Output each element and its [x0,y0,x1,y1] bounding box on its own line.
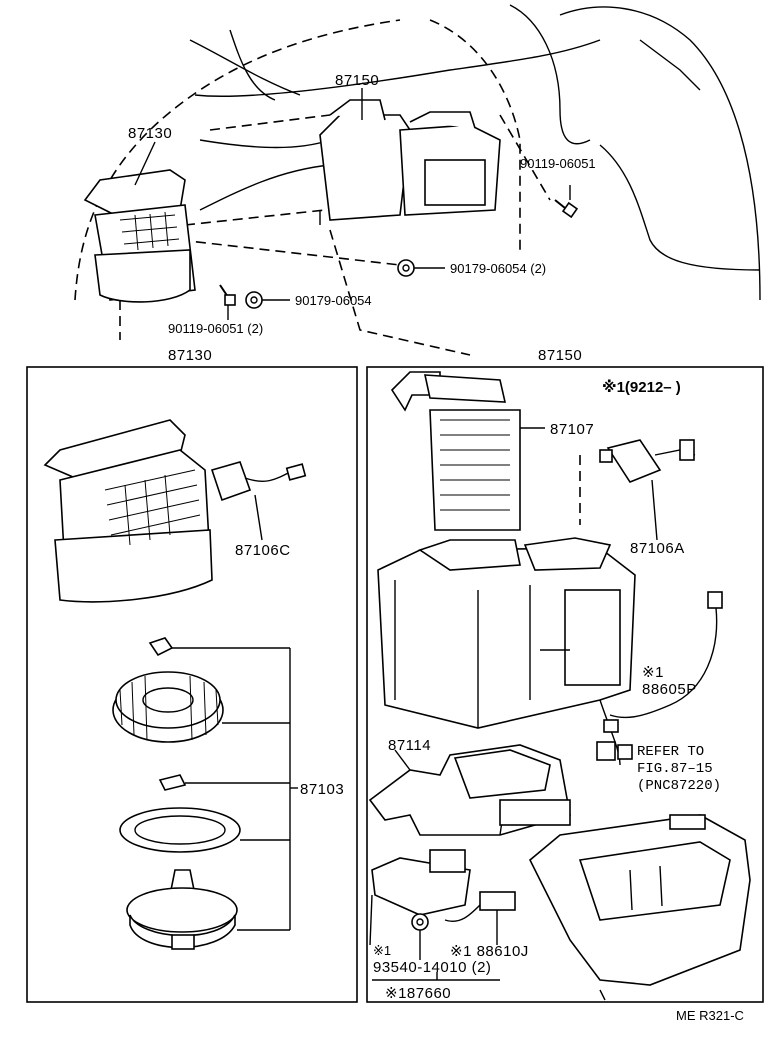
label-box-right-title: 87150 [538,347,582,364]
duct-87114-part [368,744,571,836]
box-87150 [366,366,764,1003]
label-footer-code: ME R321-C [676,1008,744,1023]
label-refer-line3: (PNC87220) [637,778,721,794]
label-87106A: 87106A [630,540,685,557]
label-bolt-left: 90119-06051 (2) [168,321,263,336]
bracket-87103 [172,647,298,931]
label-note-serial: ※1(9212– ) [602,378,681,396]
fasteners-overview [219,185,579,320]
harness-88605P-part [596,591,723,766]
label-88605P: 88605P [642,681,697,698]
blower-assembly-overview [83,169,196,303]
label-93540: 93540-14010 (2) [373,959,491,976]
label-87107: 87107 [550,421,594,438]
label-box-left-title: 87130 [168,347,212,364]
box-87130 [26,366,358,1003]
label-87660: ※187660 [385,985,451,1002]
label-bolt-right: 90119-06051 [520,156,596,171]
leader-87130-top [134,141,156,186]
label-87106C: 87106C [235,542,291,559]
label-87114: 87114 [388,737,431,754]
heater-unit-overview [319,99,501,225]
relay-87106A-part [579,439,696,541]
label-87150-top: 87150 [335,72,379,89]
vehicle-outline [74,4,761,356]
blower-motor-parts [112,637,241,950]
heater-core-87107-part [390,371,545,531]
label-nut-left: 90179-06054 [295,293,372,308]
blower-housing-part [529,814,751,1001]
heater-case-part [377,537,636,729]
blower-case-part [43,419,213,603]
resistor-87106C-part [210,461,307,541]
label-88610J: ※1 88610J [450,943,529,960]
label-88605P-mark: ※1 [642,664,664,681]
label-nut-center: 90179-06054 (2) [450,261,546,276]
label-refer-line1: REFER TO [637,744,704,760]
label-87130-top: 87130 [128,125,172,142]
servo-87660-part [369,849,516,981]
label-refer-line2: FIG.87–15 [637,761,713,777]
label-93540-mark: ※1 [373,943,391,958]
label-87103: 87103 [300,781,344,798]
